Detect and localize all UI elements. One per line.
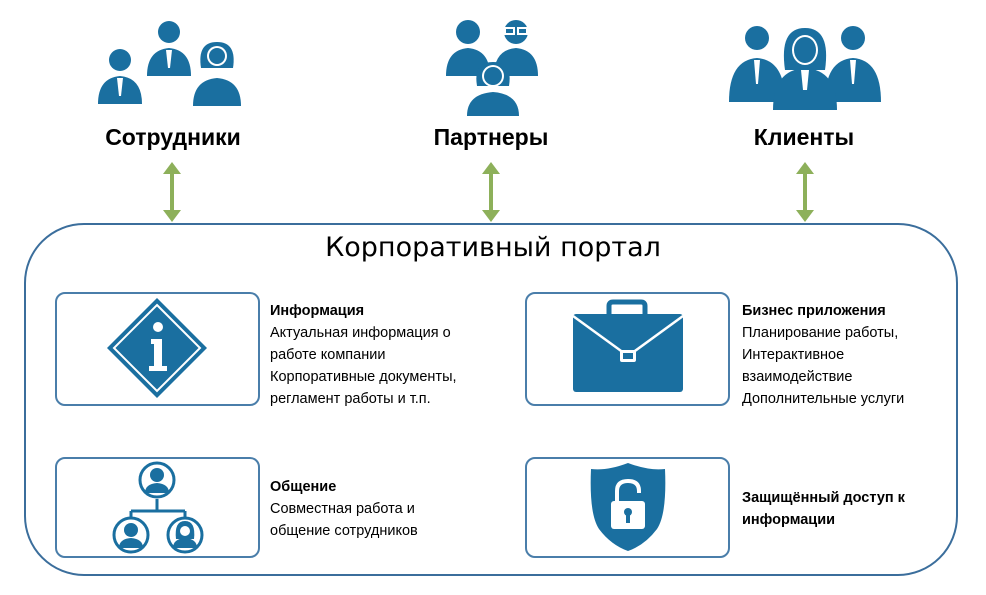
feature-text-communication: Общение Совместная работа и общение сотр…: [270, 476, 510, 542]
portal-container: [24, 223, 958, 576]
partners-icon: [446, 20, 538, 116]
feature-title: Защищённый доступ к: [742, 490, 905, 506]
feature-line: информации: [742, 512, 836, 528]
group-label-partners: Партнеры: [433, 124, 549, 150]
clients-icon: [729, 26, 881, 110]
feature-text-business-apps: Бизнес приложения Планирование работы, И…: [742, 300, 952, 410]
double-arrow-partners: [482, 162, 500, 222]
feature-line: взаимодействие: [742, 369, 853, 385]
feature-line: Дополнительные услуги: [742, 391, 905, 407]
feature-text-information: Информация Актуальная информация о работ…: [270, 300, 510, 410]
feature-title: Бизнес приложения: [742, 303, 886, 319]
feature-title: Общение: [270, 479, 337, 495]
feature-line: Корпоративные документы,: [270, 369, 457, 385]
feature-line: Интерактивное: [742, 347, 845, 363]
feature-line: регламент работы и т.п.: [270, 391, 431, 407]
double-arrow-clients: [796, 162, 814, 222]
feature-card-communication: [55, 457, 260, 558]
feature-card-secure-access: [525, 457, 730, 558]
info-icon: [107, 298, 207, 398]
feature-line: общение сотрудников: [270, 523, 418, 539]
feature-card-information: [55, 292, 260, 406]
group-label-clients: Клиенты: [753, 124, 855, 150]
org-chart-icon: [112, 461, 204, 554]
briefcase-icon: [572, 299, 684, 392]
group-label-employees: Сотрудники: [105, 124, 241, 150]
feature-line: Планирование работы,: [742, 325, 899, 341]
feature-line: Совместная работа и: [270, 501, 415, 517]
feature-title: Информация: [270, 303, 365, 319]
feature-line: работе компании: [270, 347, 386, 363]
feature-card-business-apps: [525, 292, 730, 406]
employees-icon: [98, 21, 241, 106]
portal-title: Корпоративный портал: [325, 232, 661, 263]
feature-line: Актуальная информация о: [270, 325, 451, 341]
lock-shield-icon: [590, 463, 666, 551]
feature-text-secure-access: Защищённый доступ к информации: [742, 487, 952, 531]
double-arrow-employees: [163, 162, 181, 222]
